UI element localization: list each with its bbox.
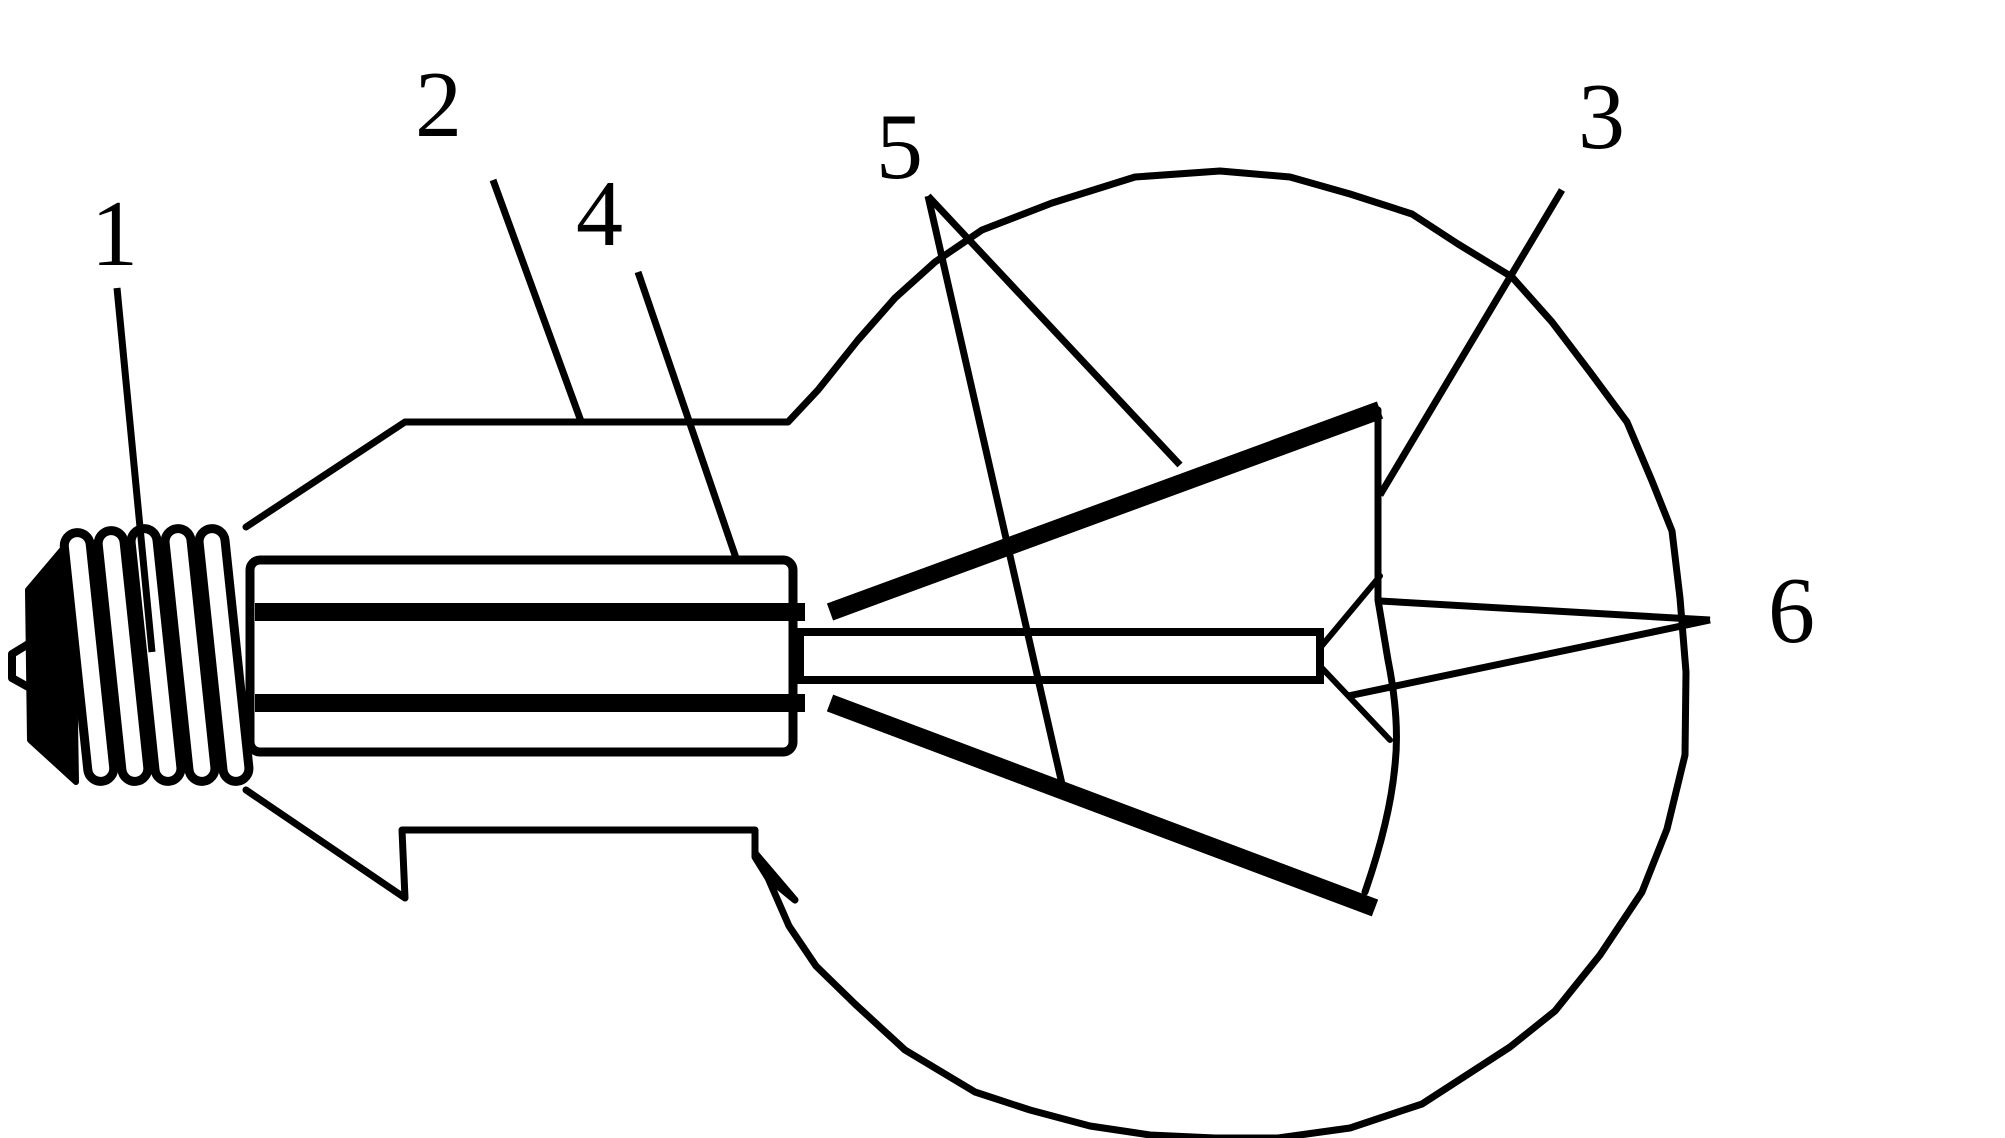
leader-line-6a: [1379, 597, 1711, 624]
callout-2: 2: [415, 53, 462, 157]
leader-line-6b: [1347, 616, 1711, 700]
leader-line-5a: [924, 195, 1066, 785]
callout-1: 1: [91, 182, 138, 286]
glass-stem: [245, 555, 798, 757]
lead-wire-lower: [826, 694, 1379, 917]
thread-coil: [194, 524, 254, 786]
base-contact-tip: [8, 639, 34, 692]
callout-5: 5: [876, 95, 923, 199]
base-contact: [8, 535, 79, 785]
callout-6: 6: [1768, 559, 1815, 663]
thread-coil: [160, 524, 220, 786]
thread-coil: [93, 526, 153, 786]
callout-4: 4: [576, 162, 623, 266]
leader-line-1: [113, 287, 156, 653]
support-wire-lower: [1317, 663, 1393, 743]
thread-coil: [59, 528, 119, 786]
leader-line-3: [1376, 188, 1566, 497]
bulb-envelope: [242, 167, 1690, 1138]
callout-3: 3: [1578, 65, 1625, 169]
lead-wire-upper: [826, 401, 1384, 621]
support-wire-upper: [1317, 573, 1383, 651]
filament: [1361, 406, 1400, 896]
leader-line-5b: [925, 193, 1183, 468]
leader-line-2: [489, 178, 586, 426]
stem-rod: [796, 628, 1324, 684]
leader-line-4: [634, 270, 740, 560]
screw-thread: [59, 524, 254, 786]
leader-lines: [113, 178, 1711, 785]
